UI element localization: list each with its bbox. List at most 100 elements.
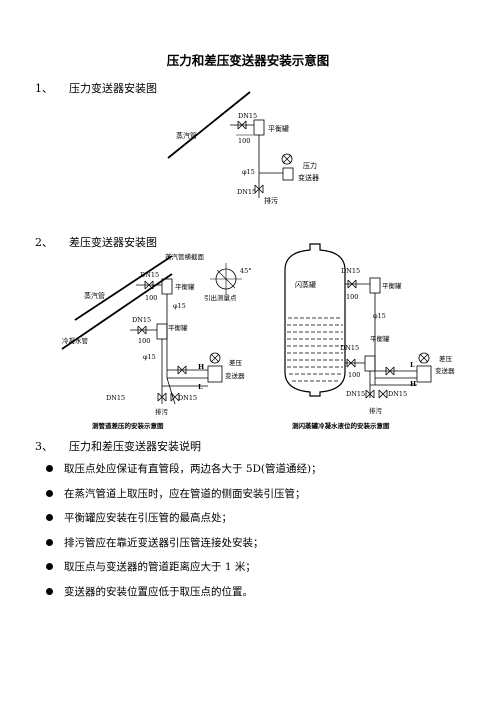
lower-valve-icon <box>346 358 356 368</box>
dp-transmitter-box <box>207 365 223 383</box>
drain-label: 排污 <box>155 407 169 416</box>
diff-pressure-label: 差压 <box>439 354 453 363</box>
equalizing-valve-icon <box>385 366 395 376</box>
note-item: 取压点处应保证有直管段，两边各大于 5D(管道通经)； <box>46 462 466 487</box>
lower-valve-icon <box>137 325 147 335</box>
distance-upper-label: 100 <box>346 293 358 301</box>
distance-upper-label: 100 <box>145 294 157 302</box>
gauge-cross <box>419 353 429 363</box>
section-number: 2、 <box>35 236 53 249</box>
condensate-water-level <box>287 317 343 382</box>
section-axes <box>210 263 242 295</box>
pressure-label: 压力 <box>303 161 317 170</box>
dn15-label: DN15 <box>238 112 257 120</box>
steam-pipe-label: 蒸汽管 <box>176 131 197 140</box>
condensate-pipe-line <box>61 273 173 350</box>
distance-lower-label: 100 <box>138 337 150 345</box>
transmitter-label: 变送器 <box>225 371 245 380</box>
equalizing-valve-icon <box>177 365 187 375</box>
upper-valve-icon <box>347 279 357 289</box>
upper-balance-label: 平衡罐 <box>382 281 402 290</box>
dn15-drain-right-label: DN15 <box>178 394 197 402</box>
gauge-cross <box>210 353 220 363</box>
drain-valve-right-icon <box>170 392 180 402</box>
section-1-heading: 1、 压力变送器安装图 <box>35 80 157 96</box>
low-side-label: L <box>410 361 415 369</box>
dn15-lower-label: DN15 <box>340 344 359 352</box>
transmitter-connections <box>370 370 417 386</box>
pressure-gauge-icon <box>209 352 221 364</box>
drain-label: 排污 <box>264 196 278 205</box>
condensate-pipe-label: 冷凝水管 <box>62 336 89 345</box>
note-text: 取压点与变送器的管道距离应大于 1 米； <box>64 561 256 574</box>
lower-balance-label: 平衡罐 <box>168 323 188 332</box>
section-label: 压力变送器安装图 <box>69 82 157 95</box>
transmitter-box <box>282 167 294 181</box>
section-number: 1、 <box>35 82 53 95</box>
note-item: 变送器的安装位置应低于取压点的位置。 <box>46 585 466 610</box>
note-item: 平衡罐应安装在引压管的最高点处； <box>46 511 466 536</box>
drain-valve-left-icon <box>157 392 167 402</box>
lower-balance-tank <box>364 355 376 372</box>
balance-tank <box>253 119 265 136</box>
valve-icon <box>237 120 247 130</box>
lower-balance-label: 平衡罐 <box>370 334 390 343</box>
pipe-dp-caption: 测管道差压的安装示意图 <box>92 421 164 430</box>
steam-pipe-line <box>167 91 251 159</box>
lower-balance-tank <box>156 323 168 340</box>
bullet-icon <box>46 514 53 522</box>
flash-tank-level-diagram: 闪蒸罐 DN15 100 平衡罐 φ15 DN15 100 平衡罐 差压 变送器… <box>284 243 455 430</box>
page-title: 压力和差压变送器安装示意图 <box>166 53 330 68</box>
drain-valve-left-icon <box>365 389 375 399</box>
high-side-label: H <box>198 363 204 371</box>
transmitter-label: 变送器 <box>435 366 455 375</box>
drain-branch <box>166 377 176 405</box>
note-text: 取压点处应保证有直管段，两边各大于 5D(管道通经)； <box>64 463 322 475</box>
installation-notes-list: 取压点处应保证有直管段，两边各大于 5D(管道通经)； 在蒸汽管道上取压时，应在… <box>46 462 466 610</box>
steam-section-label: 蒸汽管横截面 <box>165 252 205 261</box>
note-text: 在蒸汽管道上取压时，应在管道的侧面安装引压管； <box>64 487 306 500</box>
bullet-icon <box>46 538 53 546</box>
upper-balance-label: 平衡罐 <box>175 282 195 291</box>
bullet-icon <box>46 489 53 497</box>
note-item: 排污管应在靠近变送器引压管连接处安装； <box>46 536 466 561</box>
distance-label: 100 <box>238 137 250 145</box>
drain-valve-right-icon <box>378 389 388 399</box>
low-side-label: L <box>198 383 203 391</box>
pressure-gauge-icon <box>281 153 293 165</box>
drain-label: 排污 <box>369 406 383 415</box>
dp-transmitter-box <box>416 365 432 383</box>
flash-tank-shell <box>284 243 346 397</box>
dn15-lower-label: DN15 <box>132 316 151 324</box>
section-2-heading: 2、 差压变送器安装图 <box>35 234 157 250</box>
bullet-icon <box>46 465 53 472</box>
upper-valve-icon <box>144 280 154 290</box>
note-item: 在蒸汽管道上取压时，应在管道的侧面安装引压管； <box>46 487 466 512</box>
steam-pipe-label: 蒸汽管 <box>84 291 105 300</box>
note-text: 平衡罐应安装在引压管的最高点处； <box>64 512 232 525</box>
note-text: 排污管应在靠近变送器引压管连接处安装； <box>64 536 264 549</box>
phi15-upper-label: φ15 <box>173 302 186 310</box>
phi15-lower-label: φ15 <box>143 353 156 361</box>
pipe-differential-pressure-diagram: 蒸汽管 冷凝水管 蒸汽管横截面 45° 引出测量点 DN15 100 平衡罐 φ… <box>61 252 252 430</box>
section-label: 差压变送器安装图 <box>69 236 157 249</box>
section-3-heading: 3、 压力和差压变送器安装说明 <box>35 438 201 454</box>
section-label: 压力和差压变送器安装说明 <box>69 440 201 453</box>
upper-balance-tank <box>369 277 381 294</box>
distance-lower-label: 100 <box>348 371 360 379</box>
dn15-upper-label: DN15 <box>341 267 360 275</box>
drain-valve-icon <box>254 184 264 194</box>
section-number: 3、 <box>35 440 53 453</box>
upper-balance-tank <box>161 278 173 295</box>
dn15-drain-left-label: DN15 <box>346 390 365 398</box>
note-item: 取压点与变送器的管道距离应大于 1 米； <box>46 560 466 585</box>
note-text: 变送器的安装位置应低于取压点的位置。 <box>64 585 253 598</box>
high-side-label: H <box>410 380 416 388</box>
bullet-icon <box>46 587 53 595</box>
pressure-gauge-icon <box>418 352 430 364</box>
dn15-drain-right-label: DN15 <box>388 390 407 398</box>
dn15-bottom-label: DN15 <box>237 188 256 196</box>
pressure-transmitter-diagram: 蒸汽管 DN15 100 平衡罐 φ15 压力 变送器 DN15 排污 <box>167 91 319 205</box>
balance-tank-label: 平衡罐 <box>268 124 289 133</box>
flash-tank-caption: 测闪蒸罐冷凝水液位的安装示意图 <box>292 421 390 430</box>
